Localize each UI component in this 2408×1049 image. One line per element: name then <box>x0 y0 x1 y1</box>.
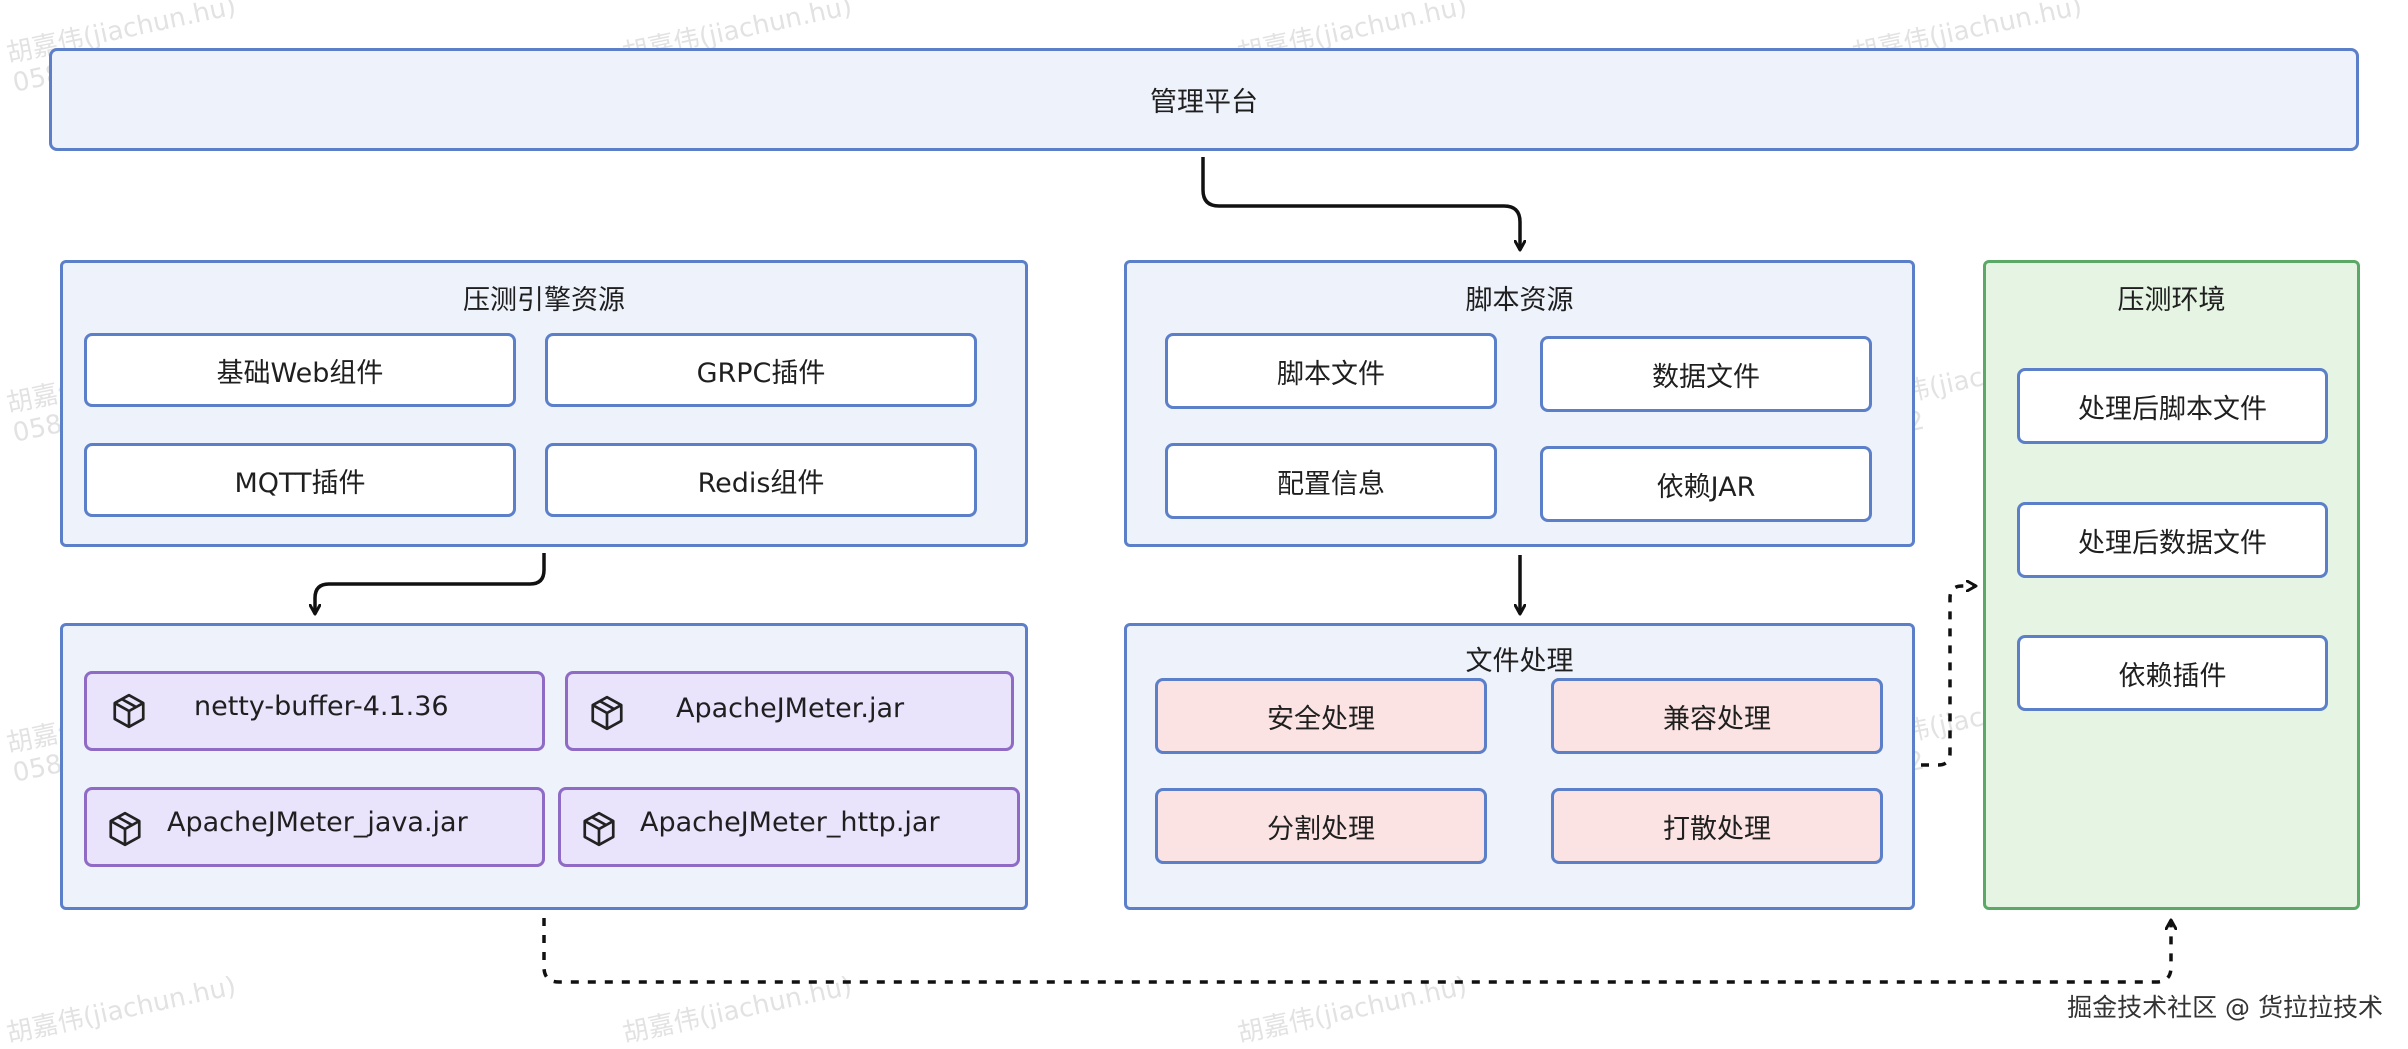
jar-netty-buffer-label: netty-buffer-4.1.36 <box>194 691 449 722</box>
package-icon <box>583 811 615 847</box>
plugin-mqtt: MQTT插件 <box>84 443 516 517</box>
jar-apachejmeter-http: ApacheJMeter_http.jar <box>558 787 1020 867</box>
credit-text: 掘金技术社区 @ 货拉拉技术 <box>2067 993 2383 1022</box>
plugin-grpc-label: GRPC插件 <box>696 357 826 389</box>
watermark: 胡嘉伟(jiachun.hu) <box>620 971 855 1049</box>
arrow-jars-to-environment <box>542 918 2171 984</box>
file-processing-group: 文件处理 安全处理 兼容处理 分割处理 打散处理 <box>1124 623 1915 910</box>
script-resources-title: 脚本资源 <box>1465 285 1574 316</box>
dependency-plugin-label: 依赖插件 <box>2118 660 2227 692</box>
jar-apachejmeter-java: ApacheJMeter_java.jar <box>84 787 545 867</box>
split-processing: 分割处理 <box>1155 788 1487 864</box>
engine-resources-group: 压测引擎资源 基础Web组件 GRPC插件 MQTT插件 Redis组件 <box>60 260 1028 547</box>
plugin-mqtt-label: MQTT插件 <box>234 467 366 499</box>
test-environment-title: 压测环境 <box>2117 285 2226 316</box>
jar-apachejmeter-http-label: ApacheJMeter_http.jar <box>640 807 940 838</box>
processed-data-file-label: 处理后数据文件 <box>2078 527 2267 559</box>
file-processing-title: 文件处理 <box>1465 646 1574 677</box>
component-basic-web-label: 基础Web组件 <box>216 357 384 389</box>
package-icon <box>113 693 145 729</box>
config-info-label: 配置信息 <box>1277 468 1385 500</box>
jar-group: netty-buffer-4.1.36 ApacheJMeter.jar Apa… <box>60 623 1028 910</box>
data-file: 数据文件 <box>1540 336 1872 412</box>
script-resources-group: 脚本资源 脚本文件 数据文件 配置信息 依赖JAR <box>1124 260 1915 547</box>
watermark: 胡嘉伟(jiachun.hu) <box>1235 971 1470 1049</box>
dependency-jar: 依赖JAR <box>1540 446 1872 522</box>
processed-data-file: 处理后数据文件 <box>2017 502 2328 578</box>
component-redis: Redis组件 <box>545 443 977 517</box>
shuffle-processing-label: 打散处理 <box>1663 813 1771 845</box>
processed-script-file: 处理后脚本文件 <box>2017 368 2328 444</box>
config-info: 配置信息 <box>1165 443 1497 519</box>
compatibility-processing-label: 兼容处理 <box>1663 703 1771 735</box>
dependency-jar-label: 依赖JAR <box>1656 471 1756 503</box>
plugin-grpc: GRPC插件 <box>545 333 977 407</box>
jar-apachejmeter-java-label: ApacheJMeter_java.jar <box>167 807 468 838</box>
arrow-engine-to-jars <box>315 553 546 614</box>
component-basic-web: 基础Web组件 <box>84 333 516 407</box>
security-processing: 安全处理 <box>1155 678 1487 754</box>
processed-script-file-label: 处理后脚本文件 <box>2078 393 2267 425</box>
management-platform: 管理平台 <box>49 48 2359 151</box>
compatibility-processing: 兼容处理 <box>1551 678 1883 754</box>
security-processing-label: 安全处理 <box>1267 703 1375 735</box>
data-file-label: 数据文件 <box>1652 361 1760 393</box>
arrow-processing-to-environment <box>1921 586 1976 767</box>
engine-resources-title: 压测引擎资源 <box>463 285 625 316</box>
shuffle-processing: 打散处理 <box>1551 788 1883 864</box>
jar-netty-buffer: netty-buffer-4.1.36 <box>84 671 545 751</box>
split-processing-label: 分割处理 <box>1267 813 1375 845</box>
jar-apachejmeter-label: ApacheJMeter.jar <box>676 693 905 724</box>
dependency-plugin: 依赖插件 <box>2017 635 2328 711</box>
component-redis-label: Redis组件 <box>697 467 825 499</box>
management-platform-label: 管理平台 <box>1150 87 1258 118</box>
arrow-platform-to-scripts <box>1201 157 1520 250</box>
script-file: 脚本文件 <box>1165 333 1497 409</box>
jar-apachejmeter: ApacheJMeter.jar <box>565 671 1014 751</box>
test-environment-group: 压测环境 处理后脚本文件 处理后数据文件 依赖插件 <box>1983 260 2360 910</box>
script-file-label: 脚本文件 <box>1277 358 1385 390</box>
package-icon <box>591 695 623 731</box>
watermark: 胡嘉伟(jiachun.hu) <box>4 971 239 1049</box>
package-icon <box>109 811 141 847</box>
